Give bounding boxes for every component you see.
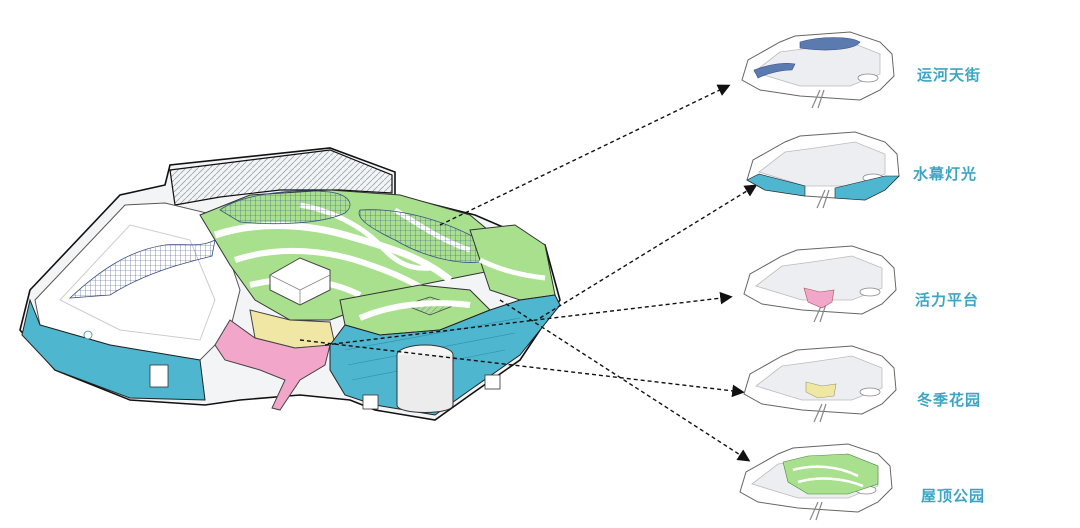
main-building — [19, 147, 561, 421]
panel-roof-park — [739, 443, 893, 521]
callout-arrows — [299, 84, 758, 462]
panel-label-winter-garden: 冬季花园 — [917, 391, 982, 409]
arrow-canal-street — [439, 84, 731, 226]
panel-canal-street — [741, 31, 895, 109]
arrow-vitality-platform — [324, 291, 733, 346]
panel-label-canal-street: 运河天街 — [917, 66, 982, 84]
arrow-water-curtain — [539, 184, 758, 319]
panel-winter-garden — [743, 345, 897, 423]
panel-label-roof-park: 屋顶公园 — [921, 487, 986, 505]
sunshade-roof — [169, 149, 393, 206]
panel-water-curtain — [746, 131, 900, 209]
rotunda — [396, 355, 454, 413]
panel-label-water-curtain: 水幕灯光 — [913, 165, 978, 183]
arrow-roof-park — [499, 299, 751, 462]
central-pavilion — [269, 257, 331, 306]
panel-label-vitality-platform: 活力平台 — [915, 291, 980, 309]
water-panel-upper — [219, 190, 351, 225]
water-panel-left — [68, 239, 216, 299]
panel-vitality-platform — [743, 245, 897, 323]
vitality-platform — [214, 319, 331, 411]
